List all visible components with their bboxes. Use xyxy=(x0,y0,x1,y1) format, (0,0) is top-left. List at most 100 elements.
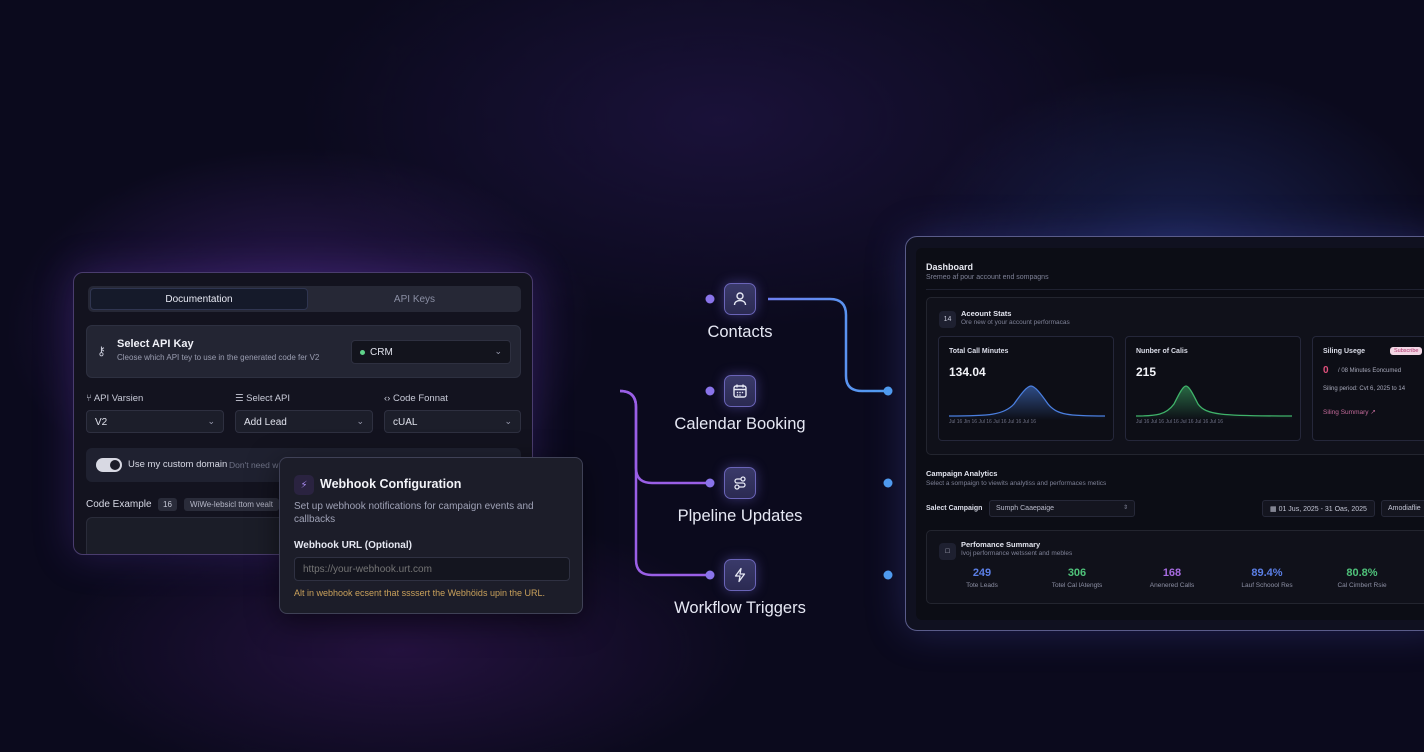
calls-sparkline xyxy=(1136,385,1292,420)
code-icon: ‹› xyxy=(384,393,391,404)
api-version-label: ⑂ API Varsien xyxy=(86,393,144,404)
performance-summary-section: □ Perfomance Summary Ivoj performance we… xyxy=(926,530,1424,604)
campaign-analytics-subtitle: Select a sompaign to viewits analytiss a… xyxy=(926,480,1107,487)
dashboard-screen: Dashboard Sremeo af pour account end som… xyxy=(916,248,1424,620)
tab-documentation[interactable]: Documentation xyxy=(90,288,308,310)
code-format-label: ‹› Code Fonnat xyxy=(384,393,448,404)
api-key-selected-value: CRM xyxy=(370,347,393,358)
contacts-label: Contacts xyxy=(707,323,773,341)
api-key-title: Select API Kay xyxy=(117,338,194,350)
campaign-analytics-title: Campaign Analytics xyxy=(926,469,998,478)
lightning-icon xyxy=(734,567,746,583)
minutes-consumed: / 08 Minutes Eoncumed xyxy=(1338,368,1402,374)
workflow-triggers-node[interactable] xyxy=(724,559,756,591)
analytics-dropdown-value: Amodiaflie xyxy=(1388,505,1421,512)
pipeline-icon xyxy=(734,476,746,490)
custom-domain-toggle[interactable] xyxy=(96,458,122,472)
billing-usage-value: 0 xyxy=(1323,365,1329,376)
subscribe-badge[interactable]: Subscribe xyxy=(1390,347,1423,355)
performance-summary-title: Perfomance Summary xyxy=(961,540,1041,549)
card-axis: Jul 16 Jul 16 Jul 16 Jul 16 Jul 16 Jul 1… xyxy=(1136,419,1223,425)
chevron-down-icon: ⌄ xyxy=(356,416,364,426)
metric-label: Cal Cimbert Rsie xyxy=(1337,582,1387,589)
code-example-badge: 16 xyxy=(158,498,177,511)
chevron-down-icon: ⌄ xyxy=(504,416,512,426)
metric-value: 249 xyxy=(972,567,992,579)
branch-icon: ⑂ xyxy=(86,393,92,404)
connector-dot xyxy=(883,570,893,580)
metric-value: 306 xyxy=(1067,567,1087,579)
number-of-calls-card[interactable]: Nunber of Calis 215 Jul 16 Jul 16 Jul 16… xyxy=(1125,336,1301,441)
date-range-value: 01 Jus, 2025 - 31 Oas, 2025 xyxy=(1278,506,1367,513)
toggle-knob xyxy=(110,460,120,470)
card-label: Siling Usege xyxy=(1323,348,1366,355)
account-stats-title: Aceount Stats xyxy=(961,309,1012,318)
connector-line xyxy=(768,297,888,393)
account-stats-section: 14 Aceount Stats Ore new ot your account… xyxy=(926,297,1424,455)
api-key-select[interactable]: CRM ⌄ xyxy=(351,340,511,364)
chevron-updown-icon: ⇕ xyxy=(1122,505,1128,511)
connector-dot xyxy=(705,386,715,396)
contacts-node[interactable] xyxy=(724,283,756,315)
webhook-note: Alt in webhook ecsent that ssssert the W… xyxy=(294,588,545,598)
campaign-select[interactable]: Sumph Caaepaige ⇕ xyxy=(989,500,1135,517)
metric-answered-calls: 168 Anenered Calls xyxy=(1127,567,1217,589)
dashboard-title: Dashboard xyxy=(926,262,974,272)
webhook-icon: ⚡ xyxy=(294,475,314,495)
select-api-select[interactable]: Add Lead ⌄ xyxy=(235,410,373,433)
call-minutes-sparkline xyxy=(949,385,1105,420)
campaign-select-value: Sumph Caaepaige xyxy=(996,505,1054,512)
chevron-down-icon: ⌄ xyxy=(494,346,502,356)
calendar-booking-node[interactable] xyxy=(724,375,756,407)
select-api-value: Add Lead xyxy=(244,417,287,428)
metric-rate-2: 80.8% Cal Cimbert Rsie xyxy=(1317,567,1407,589)
webhook-url-input[interactable] xyxy=(294,557,570,581)
list-icon: ☰ xyxy=(235,393,244,404)
code-format-value: cUAL xyxy=(393,417,418,428)
pipeline-updates-node[interactable] xyxy=(724,467,756,499)
connector-dot xyxy=(883,386,893,396)
metric-value: 168 xyxy=(1162,567,1182,579)
api-version-value: V2 xyxy=(95,417,108,428)
card-label: Nunber of Calis xyxy=(1136,348,1188,355)
calendar-booking-label: Calendar Booking xyxy=(674,415,806,433)
custom-domain-label: Use my custom domain xyxy=(128,459,228,470)
user-icon xyxy=(733,292,747,306)
metric-value: 89.4% xyxy=(1251,567,1283,579)
card-axis: Jul 16 Jin 16 Jul 16 Jul 16 Jul 16 Jul 1… xyxy=(949,419,1036,425)
connector-dot xyxy=(705,478,715,488)
code-example-tag[interactable]: WiWe-lebsicl ttom vealt xyxy=(184,498,279,511)
webhook-configuration-card: ⚡ Webhook Configuration Set up webhook n… xyxy=(279,457,583,614)
date-range-picker[interactable]: ▦ 01 Jus, 2025 - 31 Oas, 2025 xyxy=(1262,500,1375,517)
metric-total-leads: 249 Tote Leads xyxy=(937,567,1027,589)
workflow-triggers-label: Workflow Triggers xyxy=(674,599,806,617)
metric-call-attempts: 306 Totel Cal lAtengts xyxy=(1032,567,1122,589)
dashboard-subtitle: Sremeo af pour account end sompagns xyxy=(926,274,1049,281)
metric-value: 80.8% xyxy=(1346,567,1378,579)
custom-domain-hint: Don't need w xyxy=(229,460,279,470)
analytics-dropdown[interactable]: Amodiaflie xyxy=(1381,500,1424,517)
webhook-description: Set up webhook notifications for campaig… xyxy=(294,501,534,525)
api-version-select[interactable]: V2 ⌄ xyxy=(86,410,224,433)
billing-usage-card[interactable]: Siling Usege Subscribe 0 / 08 Minutes Eo… xyxy=(1312,336,1424,441)
chevron-down-icon: ⌄ xyxy=(207,416,215,426)
card-label: Total Call Minutes xyxy=(949,348,1009,355)
key-icon: ⚷ xyxy=(97,344,106,358)
billing-summary-link[interactable]: Siling Summary ↗ xyxy=(1323,409,1376,416)
billing-period: Siling period: Cvt 6, 2025 to 14 xyxy=(1323,386,1406,392)
code-format-select[interactable]: cUAL ⌄ xyxy=(384,410,521,433)
select-campaign-label: Salect Campaign xyxy=(926,505,983,512)
total-call-minutes-card[interactable]: Total Call Minutes 134.04 Jul 16 Jin 16 … xyxy=(938,336,1114,441)
api-key-subtitle: Cleose which API tey to use in the gener… xyxy=(117,353,320,362)
connector-dot xyxy=(705,570,715,580)
webhook-title: Webhook Configuration xyxy=(320,477,462,491)
code-example-label: Code Example xyxy=(86,499,152,510)
tab-api-keys[interactable]: API Keys xyxy=(393,293,436,305)
account-stats-subtitle: Ore new ot your account performacas xyxy=(961,319,1070,326)
webhook-url-label: Webhook URL (Optional) xyxy=(294,540,412,551)
metric-rate-1: 89.4% Lauf Schoool Res xyxy=(1222,567,1312,589)
metric-label: Anenered Calls xyxy=(1149,582,1195,589)
performance-summary-subtitle: Ivoj performance wetssent and mebles xyxy=(961,550,1073,557)
divider xyxy=(926,289,1424,290)
performance-icon: □ xyxy=(939,543,956,560)
